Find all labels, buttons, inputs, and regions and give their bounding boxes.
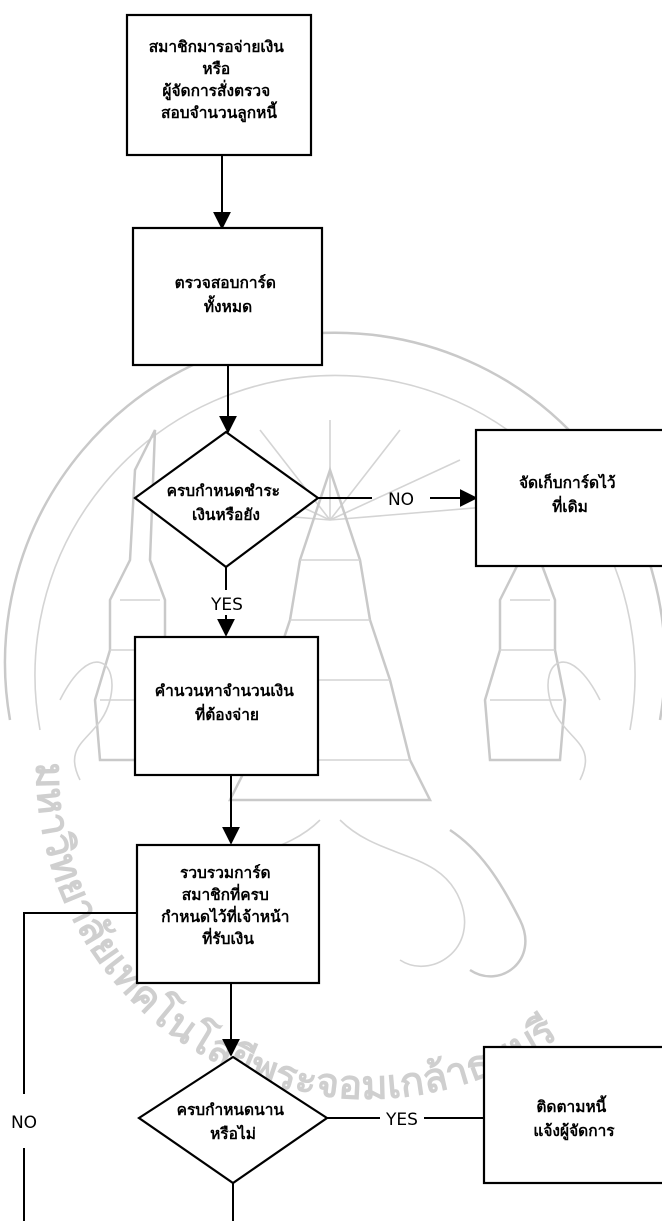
calc-line-1: คำนวนหาจำนวนเงิน <box>155 682 294 700</box>
start-line-2: หรือ <box>202 60 230 78</box>
node-store-card: จัดเก็บการ์ดไว้ ที่เดิม <box>474 428 662 568</box>
decision-long: ครบกำหนดนาน หรือไม่ <box>137 1055 329 1185</box>
node-follow-up: ติดตามหนี้ แจ้งผู้จัดการ <box>482 1045 662 1185</box>
edge-label-yes-2: YES <box>385 1110 418 1130</box>
follow-line-1: ติดตามหนี้ <box>536 1095 606 1116</box>
collect-line-4: ที่รับเงิน <box>202 927 254 948</box>
calc-line-2: ที่ต้องจ่าย <box>195 703 259 724</box>
edge-label-no-1: NO <box>388 490 414 510</box>
check-line-2: ทั้งหมด <box>204 295 252 316</box>
store-line-1: จัดเก็บการ์ดไว้ <box>519 472 616 492</box>
svg-text:สมาชิกมารอจ่ายเงิน หรือ: สมาชิกมารอจ่ายเงิน หรือ ผู้จัดการสั่งตรว… <box>149 38 290 124</box>
decision-due-line-2: เงินหรือยัง <box>192 506 260 524</box>
collect-line-3: กำหนดไว้ที่เจ้าหน้า <box>161 905 289 926</box>
start-line-4: สอบจำนวนลูกหนี้ <box>161 101 277 124</box>
collect-line-2: สมาชิกที่ครบ <box>182 883 269 904</box>
start-line-3: ผู้จัดการสั่งตรวจ <box>162 79 270 102</box>
store-line-2: ที่เดิม <box>552 495 588 516</box>
svg-text:ติดตามหนี้ แจ้งผู้จัดการ: ติดตามหนี้ แจ้งผู้จัดการ <box>533 1095 615 1142</box>
edge-label-no-2: NO <box>11 1113 37 1133</box>
node-collect-cards: รวบรวมการ์ด สมาชิกที่ครบ กำหนดไว้ที่เจ้า… <box>135 843 321 985</box>
node-start: สมาชิกมารอจ่ายเงิน หรือ ผู้จัดการสั่งตรว… <box>125 13 313 157</box>
check-line-1: ตรวจสอบการ์ด <box>175 274 276 292</box>
edge-label-yes-1: YES <box>210 595 243 615</box>
connectors <box>23 155 484 1221</box>
svg-text:รวบรวมการ์ด สมาชิกที่ครบ: รวบรวมการ์ด สมาชิกที่ครบ กำหนดไว้ที่เจ้า… <box>161 864 295 948</box>
decision-long-line-1: ครบกำหนดนาน <box>177 1101 285 1119</box>
decision-due: ครบกำหนดชำระ เงินหรือยัง <box>133 430 320 569</box>
start-line-1: สมาชิกมารอจ่ายเงิน <box>149 38 285 56</box>
svg-text:ครบกำหนดชำระ เงินหรือยัง: ครบกำหนดชำระ เงินหรือยัง <box>167 482 286 524</box>
node-calc-amount: คำนวนหาจำนวนเงิน ที่ต้องจ่าย <box>133 635 320 777</box>
node-check-cards: ตรวจสอบการ์ด ทั้งหมด <box>131 226 324 367</box>
follow-line-2: แจ้งผู้จัดการ <box>533 1122 615 1142</box>
line-no-loop-top <box>23 912 137 1094</box>
svg-text:ตรวจสอบการ์ด ทั้งหมด: ตรวจสอบการ์ด ทั้งหมด <box>175 274 282 316</box>
decision-long-line-2: หรือไม่ <box>210 1124 256 1143</box>
svg-text:จัดเก็บการ์ดไว้ ที่เดิม: จัดเก็บการ์ดไว้ ที่เดิม <box>519 472 621 516</box>
svg-text:ครบกำหนดนาน หรือไม่: ครบกำหนดนาน หรือไม่ <box>177 1101 290 1143</box>
decision-due-line-1: ครบกำหนดชำระ <box>167 482 280 500</box>
svg-text:คำนวนหาจำนวนเงิน ที่ต้อง: คำนวนหาจำนวนเงิน ที่ต้องจ่าย <box>155 682 299 724</box>
collect-line-1: รวบรวมการ์ด <box>180 864 271 882</box>
